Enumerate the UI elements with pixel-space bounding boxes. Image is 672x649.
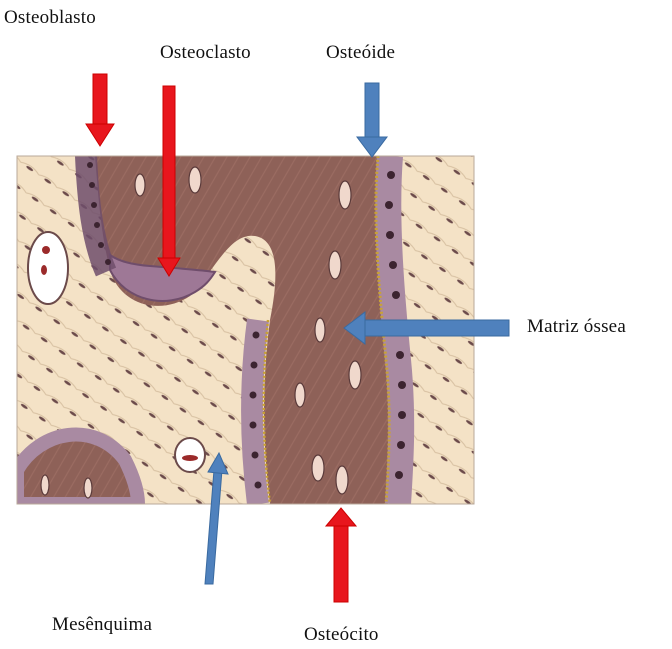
label-mesenquima: Mesênquima: [52, 614, 152, 636]
label-osteocito: Osteócito: [304, 624, 379, 646]
label-osteoclasto: Osteoclasto: [160, 42, 251, 64]
blood-vessel-lower: [175, 438, 205, 472]
arrow-osteoide: [357, 83, 387, 157]
blood-vessel-upper: [28, 232, 68, 304]
label-matriz-ossea: Matriz óssea: [527, 316, 626, 338]
label-osteoide: Osteóide: [326, 42, 395, 64]
bone-fragment-bottom-left: [17, 435, 138, 504]
arrow-osteoblasto: [86, 74, 114, 146]
label-osteoblasto: Osteoblasto: [4, 7, 96, 29]
arrow-osteocito: [326, 508, 356, 602]
